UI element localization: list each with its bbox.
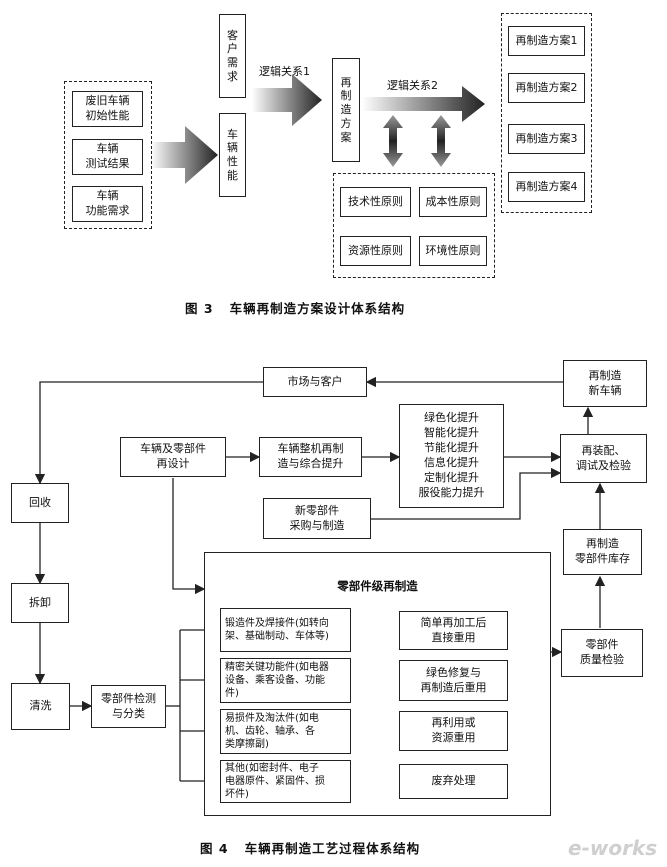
function-requirement-box: 车辆 功能需求 <box>72 186 143 222</box>
reassembly-box: 再装配、 调试及检验 <box>560 434 647 483</box>
plan-3-box: 再制造方案3 <box>508 124 585 154</box>
disassemble-box: 拆卸 <box>11 583 69 623</box>
plan-1-box: 再制造方案1 <box>508 26 585 56</box>
clean-box: 清洗 <box>11 683 70 730</box>
category-wear-parts: 易损件及淘汰件(如电 机、齿轮、轴承、各 类摩擦副) <box>220 709 351 754</box>
treatment-direct-reuse: 简单再加工后 直接重用 <box>399 611 508 650</box>
figure-3-caption: 图 3 车辆再制造方案设计体系结构 <box>185 301 406 316</box>
principles-frame <box>333 173 495 278</box>
parts-stock-box: 再制造 零部件库存 <box>563 529 642 575</box>
new-parts-box: 新零部件 采购与制造 <box>263 498 371 539</box>
logic-relation-1-label: 逻辑关系1 <box>259 65 310 78</box>
initial-performance-box: 废旧车辆 初始性能 <box>72 91 143 127</box>
watermark-logo: e-works <box>568 836 658 860</box>
principle-technical: 技术性原则 <box>340 187 411 217</box>
input-group-frame <box>64 81 152 229</box>
principle-resource: 资源性原则 <box>340 236 411 266</box>
principle-cost: 成本性原则 <box>419 187 487 217</box>
customer-need-box: 客 户 需 求 <box>219 14 246 98</box>
double-arrow-2 <box>431 115 451 167</box>
logic-relation-2-label: 逻辑关系2 <box>387 79 438 92</box>
category-forged-welded: 锻造件及焊接件(如转向 架、基础制动、车体等) <box>220 608 351 652</box>
test-results-box: 车辆 测试结果 <box>72 139 143 175</box>
quality-inspection-box: 零部件 质量检验 <box>561 629 643 677</box>
fat-arrow-2 <box>252 74 322 126</box>
principle-environment: 环境性原则 <box>419 236 487 266</box>
treatment-resource-reuse: 再利用或 资源重用 <box>399 711 508 751</box>
new-vehicle-box: 再制造 新车辆 <box>563 360 647 407</box>
category-other-parts: 其他(如密封件、电子 电器原件、紧固件、损 坏件) <box>220 760 351 803</box>
remanufacturing-scheme-box: 再 制 造 方 案 <box>332 58 360 162</box>
fat-arrow-3 <box>362 86 485 122</box>
plans-frame <box>501 13 592 213</box>
recycle-box: 回收 <box>11 483 69 523</box>
fat-arrow-1 <box>151 126 218 184</box>
plan-4-box: 再制造方案4 <box>508 172 585 202</box>
inspect-classify-box: 零部件检测 与分类 <box>91 685 166 728</box>
vehicle-remanufacture-box: 车辆整机再制 造与综合提升 <box>259 437 362 477</box>
double-arrow-1 <box>383 115 403 167</box>
upgrades-box: 绿色化提升 智能化提升 节能化提升 信息化提升 定制化提升 服役能力提升 <box>399 404 504 508</box>
plan-2-box: 再制造方案2 <box>508 73 585 103</box>
category-precision-parts: 精密关键功能件(如电器 设备、乘客设备、功能 件) <box>220 658 351 703</box>
treatment-discard: 废弃处理 <box>399 764 508 799</box>
treatment-green-repair: 绿色修复与 再制造后重用 <box>399 660 508 701</box>
market-customer-box: 市场与客户 <box>263 367 367 397</box>
vehicle-performance-box: 车 辆 性 能 <box>219 113 246 197</box>
figure-4-caption: 图 4 车辆再制造工艺过程体系结构 <box>200 841 421 856</box>
redesign-box: 车辆及零部件 再设计 <box>120 437 226 477</box>
